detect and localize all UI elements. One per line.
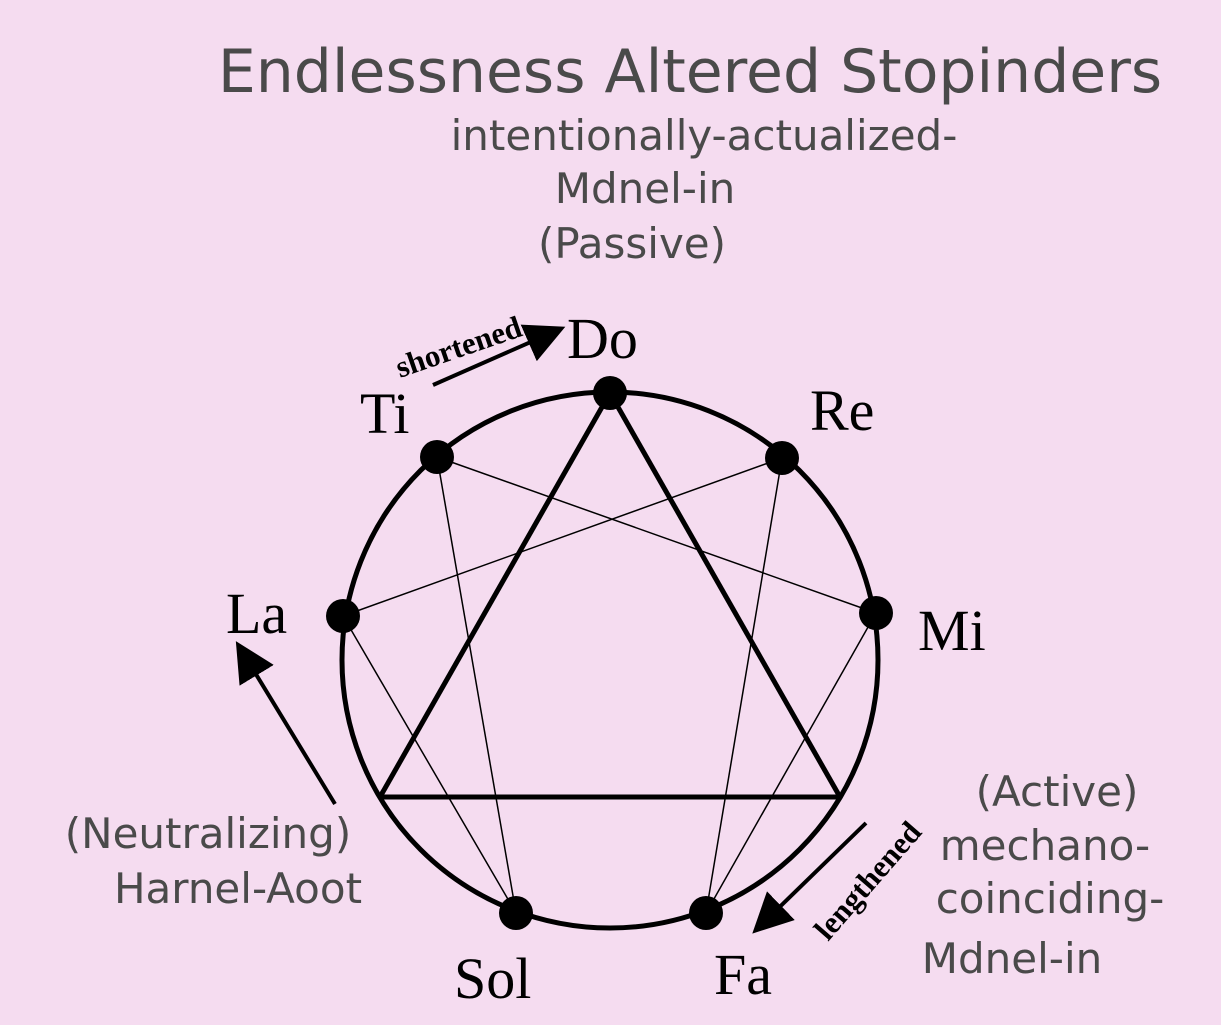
hexad-line-7-1 <box>342 457 783 617</box>
note-label-sol: Sol <box>454 946 531 1011</box>
note-label-re: Re <box>810 378 874 443</box>
top-label-line2: Mdnel-in <box>555 164 735 213</box>
top-label-line1: intentionally-actualized- <box>451 111 958 160</box>
note-point-fa <box>689 896 723 930</box>
left-label: (Neutralizing) Harnel-Aoot <box>65 809 362 913</box>
right-label-line2: mechano- <box>940 821 1150 870</box>
hexad-line-1-4 <box>705 457 783 914</box>
hexad-line-4-2 <box>705 612 877 914</box>
lengthened-label: lengthened <box>807 814 928 946</box>
note-point-re <box>765 441 799 475</box>
diagram-title: Endlessness Altered Stopinders <box>218 37 1162 107</box>
shortened-arrow <box>432 324 566 387</box>
outer-circle <box>339 389 881 931</box>
note-label-la: La <box>226 581 287 646</box>
note-label-do: Do <box>567 306 638 371</box>
triangle-sol-do-side <box>377 391 613 799</box>
right-label-line3: coinciding- <box>936 874 1165 923</box>
la-arrow <box>235 641 337 806</box>
note-label-mi: Mi <box>918 598 986 663</box>
hexad-line-5-7 <box>342 615 517 914</box>
note-labels: Do Re Mi Fa Sol La Ti <box>226 306 986 1011</box>
right-label-line1: (Active) <box>976 767 1139 816</box>
note-point-la <box>326 599 360 633</box>
right-label-line4: Mdnel-in <box>922 934 1102 983</box>
note-point-mi <box>859 596 893 630</box>
note-point-sol <box>499 896 533 930</box>
top-label-line3: (Passive) <box>538 219 726 268</box>
enneagram-lines <box>339 389 881 931</box>
note-point-ti <box>420 440 454 474</box>
lengthened-arrow <box>752 821 868 934</box>
hexad-line-8-5 <box>436 456 517 914</box>
hexad-line-2-8 <box>436 456 877 614</box>
left-label-line1: (Neutralizing) <box>65 809 351 858</box>
note-label-fa: Fa <box>714 942 772 1007</box>
top-label: intentionally-actualized- Mdnel-in (Pass… <box>451 111 958 268</box>
note-label-ti: Ti <box>360 381 410 446</box>
note-points <box>326 376 893 930</box>
note-point-do <box>593 376 627 410</box>
left-label-line2: Harnel-Aoot <box>114 864 362 913</box>
triangle-do-fa-side <box>607 391 843 799</box>
right-label: (Active) mechano- coinciding- Mdnel-in <box>922 767 1165 983</box>
